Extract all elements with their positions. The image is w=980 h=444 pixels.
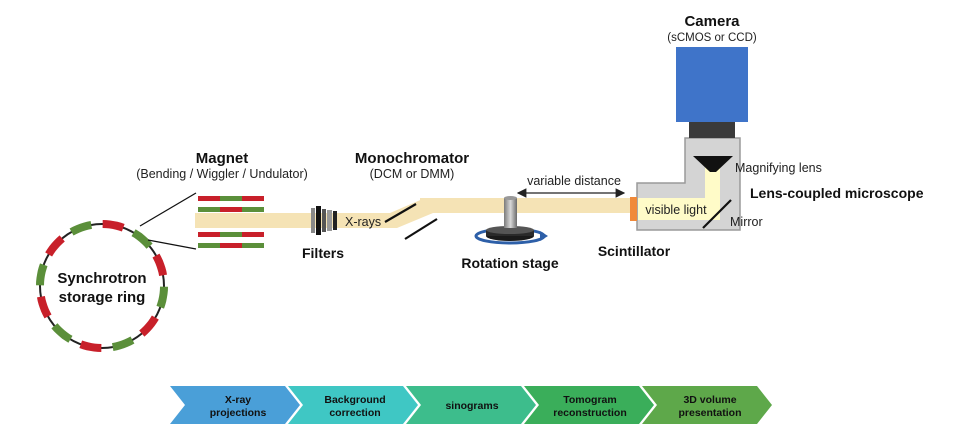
mirror-icon [702, 199, 732, 229]
ring-segment [152, 253, 167, 276]
scintillator-icon [630, 197, 637, 221]
ring-segment [69, 221, 92, 236]
mono-subtitle: (DCM or DMM) [370, 167, 455, 181]
rotation-stage: Rotation stage [461, 196, 559, 271]
monochromator: Monochromator (DCM or DMM) [355, 150, 469, 240]
pipeline-label-4b: reconstruction [553, 407, 627, 419]
scintillator-label: Scintillator [598, 243, 671, 259]
filters-label: Filters [302, 245, 344, 261]
pipeline-label-5a: 3D volume [683, 394, 736, 406]
xrays-label: X-rays [345, 215, 381, 229]
storage-ring: Synchrotron storage ring [36, 220, 168, 352]
mono-crystal-2 [404, 218, 438, 240]
magnifying-lens-icon [693, 156, 733, 172]
ring-segment [37, 296, 52, 319]
pipeline-label-1a: X-ray [225, 394, 251, 406]
visible-light-label: visible light [645, 203, 707, 217]
ring-segment [36, 263, 48, 286]
magnet-subtitle: (Bending / Wiggler / Undulator) [136, 167, 308, 181]
pipeline-arrow-2 [288, 386, 418, 424]
ring-segment [79, 340, 102, 352]
ring-segment [112, 336, 135, 351]
ring-segment [156, 286, 168, 309]
pipeline-arrow-5 [642, 386, 772, 424]
pipeline-label-1b: projections [210, 407, 267, 419]
pipeline-step-2: Background correction [288, 386, 418, 424]
pipeline-step-5: 3D volume presentation [642, 386, 772, 424]
beam-segment-2 [420, 198, 632, 213]
pipeline-label-5b: presentation [678, 407, 741, 419]
camera: Camera (sCMOS or CCD) [667, 13, 757, 138]
magnet-title: Magnet [196, 150, 249, 167]
pipeline-label-3a: sinograms [445, 400, 498, 412]
pipeline-label-2b: correction [329, 407, 380, 419]
zoom-line-bottom [147, 239, 197, 250]
xray-beam [195, 198, 632, 228]
zoom-line-top [139, 192, 197, 227]
mirror-label: Mirror [730, 215, 763, 229]
pipeline-arrow-4 [524, 386, 654, 424]
pipeline-step-1: X-ray projections [170, 386, 300, 424]
magnifying-lens-label: Magnifying lens [735, 161, 822, 175]
rotation-stage-label: Rotation stage [461, 255, 558, 271]
filters: Filters [302, 206, 344, 261]
ring-segment [102, 220, 125, 232]
ring-magnet-segments [36, 220, 168, 352]
camera-mount [689, 122, 735, 138]
camera-subtitle: (sCMOS or CCD) [667, 32, 757, 44]
magnet-top-array [198, 196, 264, 212]
magnet: Magnet (Bending / Wiggler / Undulator) [136, 150, 308, 248]
beam-segment-1 [195, 213, 397, 228]
sample-rod [504, 198, 517, 228]
ring-label-line1: Synchrotron [57, 270, 146, 287]
microscope-label: Lens-coupled microscope [750, 185, 924, 201]
ring-segment [45, 235, 65, 257]
pipeline-step-4: Tomogram reconstruction [524, 386, 654, 424]
pipeline-label-2a: Background [324, 394, 385, 406]
pipeline-label-4a: Tomogram [563, 394, 616, 406]
processing-pipeline: X-ray projections Background correction … [170, 386, 772, 424]
ring-label-line2: storage ring [59, 289, 146, 306]
variable-distance-label: variable distance [527, 174, 621, 188]
ring-segment [131, 229, 153, 249]
mono-title: Monochromator [355, 150, 469, 167]
lens-coupled-microscope: visible light [630, 137, 741, 231]
magnet-bottom-array [198, 232, 264, 248]
mono-crystal-1 [384, 203, 417, 223]
camera-body [676, 47, 748, 122]
pipeline-arrow-3 [406, 386, 536, 424]
pipeline-step-3: sinograms [406, 386, 536, 424]
light-path-horizontal [638, 198, 720, 220]
pipeline-arrow-1 [170, 386, 300, 424]
ring-segment [139, 315, 159, 337]
ring-segment [51, 323, 73, 343]
camera-title: Camera [684, 13, 740, 30]
